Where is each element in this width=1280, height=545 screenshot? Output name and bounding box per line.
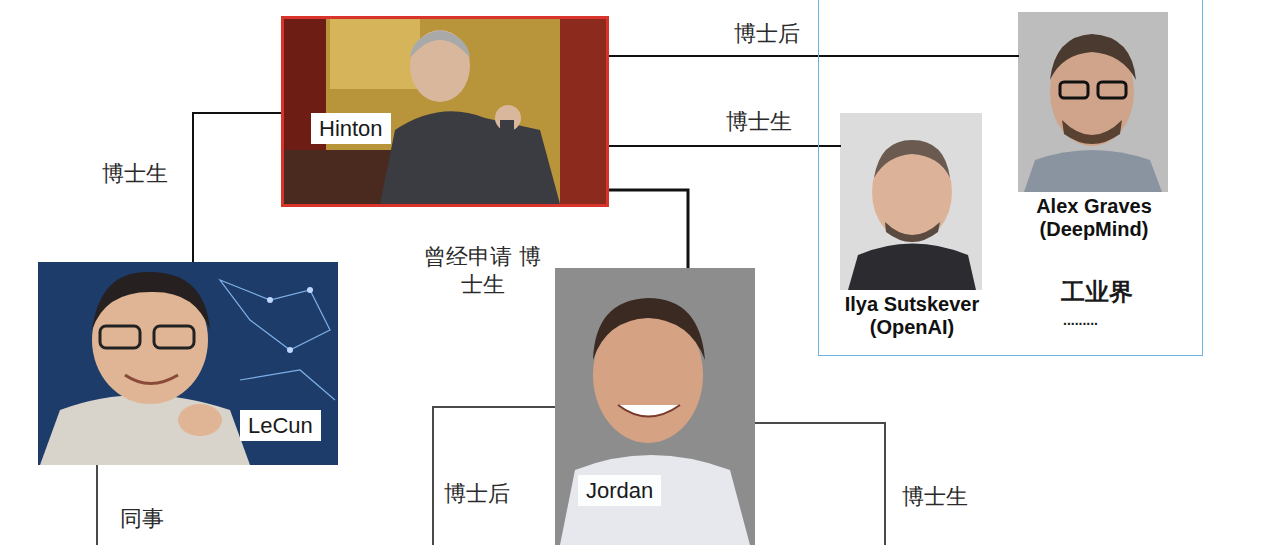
person-photo-box: LeCun — [38, 262, 338, 465]
relation-label: 同事 — [120, 505, 164, 533]
relation-line — [193, 113, 281, 262]
relation-label: 博士后 — [722, 20, 812, 48]
lecun-photo — [38, 262, 338, 465]
name-tag: Hinton — [311, 113, 391, 144]
person-photo-box: Alex Graves (DeepMind) — [1019, 13, 1169, 193]
relation-label: 博士生 — [902, 483, 968, 511]
group-title: 工业界 — [1061, 278, 1133, 306]
hinton-photo — [284, 19, 606, 204]
ilya-photo — [840, 113, 982, 290]
outgoing-lines — [97, 407, 885, 545]
relation-label: 曾经申请 博士生 — [420, 243, 545, 298]
person-caption: Ilya Sutskever (OpenAI) — [822, 293, 1002, 339]
relation-line — [609, 145, 841, 147]
relation-line — [609, 190, 688, 268]
relation-label: 博士生 — [714, 108, 804, 136]
jordan-photo — [555, 268, 755, 545]
name-tag: Jordan — [578, 475, 661, 506]
industry-group: 工业界......... Ilya Sutskever (OpenAI) Alex … — [818, 0, 1203, 356]
ellipsis-mark: ......... — [1063, 312, 1098, 328]
person-photo-box: Hinton — [281, 16, 609, 207]
relation-label: 博士后 — [444, 480, 510, 508]
relation-line — [609, 55, 1019, 57]
person-caption: Alex Graves (DeepMind) — [1004, 195, 1184, 241]
person-photo-box: Ilya Sutskever (OpenAI) — [841, 114, 983, 291]
relation-label: 博士生 — [90, 160, 180, 188]
alex-photo — [1018, 12, 1168, 192]
name-tag: LeCun — [240, 410, 321, 441]
person-photo-box: Jordan — [555, 268, 755, 545]
